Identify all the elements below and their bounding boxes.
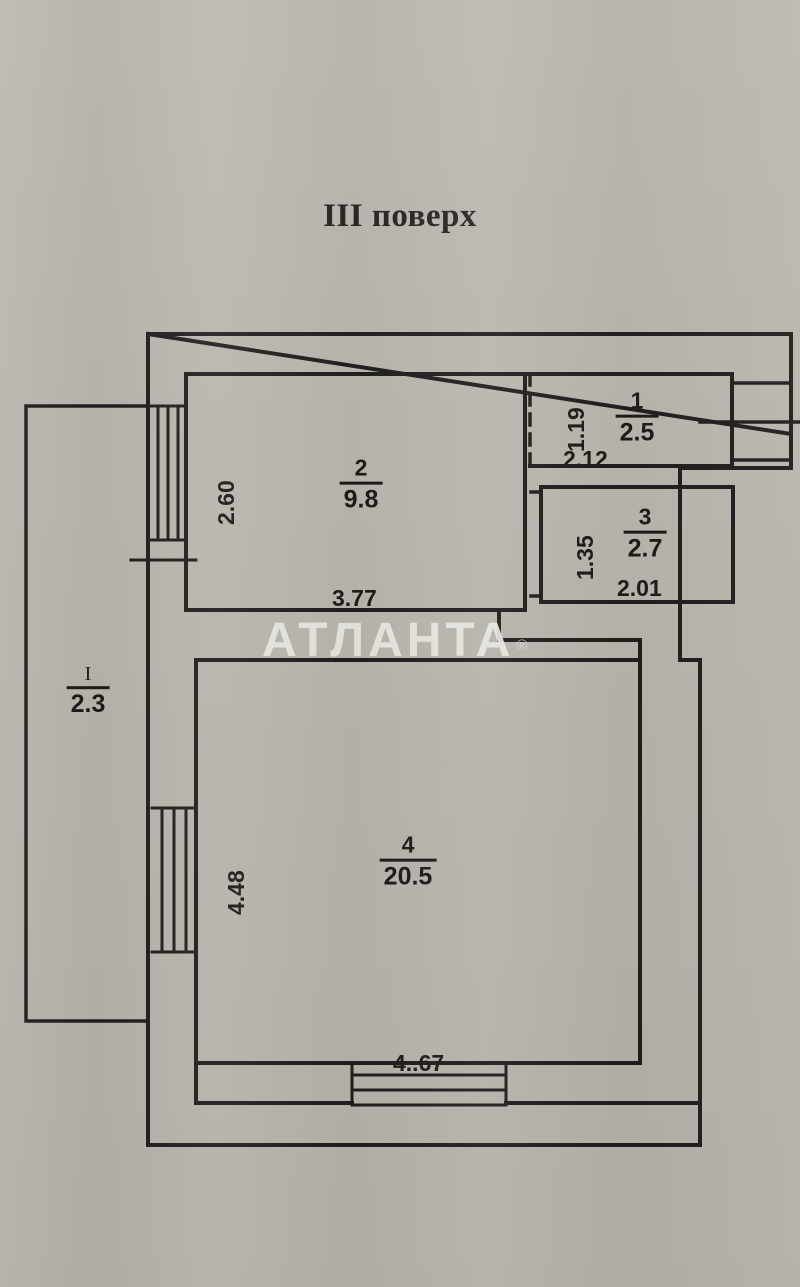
room-label-3: 3 2.7	[623, 503, 667, 564]
room-1-outline	[528, 372, 734, 468]
room-number-1: 1	[630, 387, 644, 414]
room-number-2: 2	[354, 454, 368, 481]
label-divider	[379, 859, 437, 863]
page-title: III поверх	[323, 198, 477, 234]
dimension-room4-horizontal: 4..67	[393, 1050, 445, 1076]
balcony-I-outline	[24, 404, 150, 1023]
room-label-1: 1 2.5	[615, 387, 659, 448]
dimension-room1-horizontal: 2.12	[563, 446, 608, 472]
outer-wall-outline	[146, 331, 793, 1147]
room-number-3: 3	[638, 503, 652, 530]
room-area-2: 9.8	[343, 486, 379, 515]
label-divider	[66, 686, 110, 690]
room-area-4: 20.5	[383, 863, 433, 892]
dimension-room4-vertical: 4.48	[223, 870, 249, 915]
window-bottom-room4	[350, 1061, 508, 1107]
dimension-room3-vertical: 1.35	[572, 535, 598, 580]
label-divider	[623, 531, 667, 535]
balcony-door-lower	[150, 806, 198, 954]
balcony-door-upper	[148, 404, 188, 542]
dimension-room2-horizontal: 3.77	[332, 585, 377, 611]
room-label-balcony-I: I 2.3	[66, 663, 110, 719]
room-label-4: 4 20.5	[379, 831, 437, 892]
label-divider	[615, 415, 659, 419]
room-area-1: 2.5	[619, 419, 655, 448]
room-area-balcony-I: 2.3	[70, 690, 106, 719]
dimension-room3-horizontal: 2.01	[617, 575, 662, 601]
room-label-2: 2 9.8	[339, 454, 383, 515]
window-right-room1	[698, 381, 800, 462]
room-number-balcony-I: I	[84, 663, 92, 686]
dimension-room2-vertical: 2.60	[213, 480, 239, 525]
label-divider	[339, 482, 383, 486]
room-area-3: 2.7	[627, 535, 663, 564]
room-number-4: 4	[401, 831, 415, 858]
